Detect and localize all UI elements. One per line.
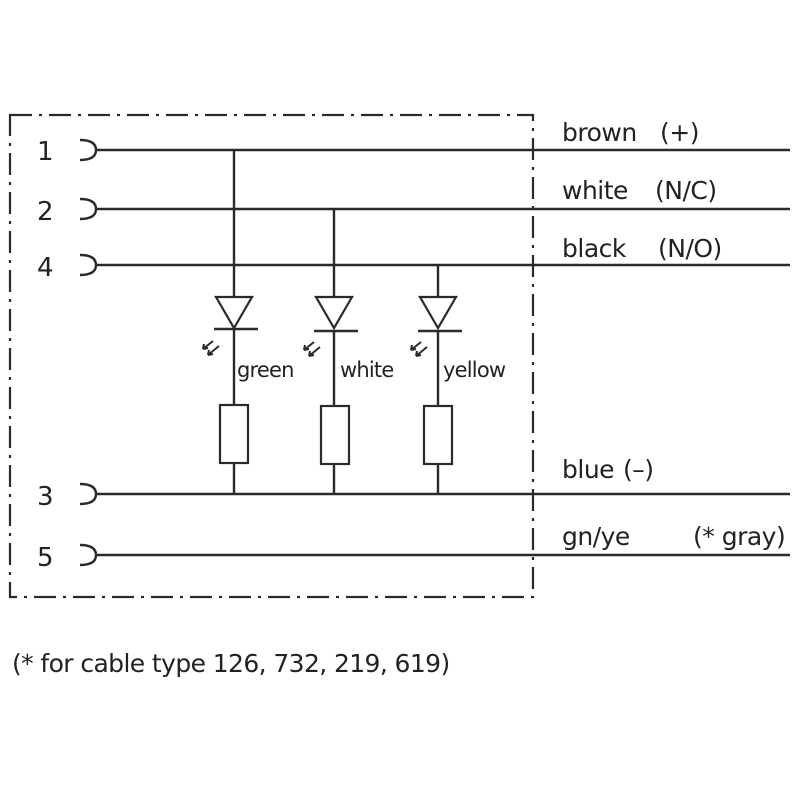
pin-1-row: 1 brown (+) xyxy=(37,118,790,167)
wire-function-label: (+) xyxy=(660,118,699,147)
wire-function-label: (N/C) xyxy=(655,176,717,205)
pin-number: 2 xyxy=(37,197,54,227)
led-branch-white: white xyxy=(303,209,394,494)
socket-contact-icon xyxy=(79,482,98,506)
pin-number: 4 xyxy=(37,253,54,283)
led-color-label: yellow xyxy=(443,358,506,382)
light-emission-arrows-icon xyxy=(303,341,321,357)
wire-color-label: white xyxy=(562,176,628,205)
footnote: (* for cable type 126, 732, 219, 619) xyxy=(12,649,450,678)
light-emission-arrows-icon xyxy=(202,340,220,356)
pin-5-row: 5 gn/ye (* gray) xyxy=(37,522,790,573)
resistor-icon xyxy=(422,404,454,466)
pin-2-row: 2 white (N/C) xyxy=(37,176,790,227)
connector-housing-boundary xyxy=(8,113,535,599)
resistor-icon xyxy=(319,404,351,466)
wire-color-label: blue xyxy=(562,455,614,484)
led-color-label: green xyxy=(237,358,294,382)
wire-function-label: (–) xyxy=(623,455,654,484)
led-branch-green: green xyxy=(202,150,294,494)
pin-number: 1 xyxy=(37,137,54,167)
wire-function-label: (N/O) xyxy=(658,234,722,263)
pin-3-row: 3 blue (–) xyxy=(37,455,790,512)
led-diode-icon xyxy=(418,295,458,331)
light-emission-arrows-icon xyxy=(410,341,428,357)
led-diode-icon xyxy=(314,295,354,331)
wire-color-label: black xyxy=(562,234,627,263)
resistor-icon xyxy=(218,403,250,465)
led-color-label: white xyxy=(340,358,393,382)
led-diode-icon xyxy=(214,295,254,331)
wire-color-label: gn/ye xyxy=(562,522,630,551)
pin-number: 3 xyxy=(37,482,54,512)
wire-function-label: (* gray) xyxy=(693,522,785,551)
socket-contact-icon xyxy=(79,543,98,567)
socket-contact-icon xyxy=(79,138,98,162)
socket-contact-icon xyxy=(79,197,98,221)
pin-4-row: 4 black (N/O) xyxy=(37,234,790,283)
wire-color-label: brown xyxy=(562,118,637,147)
led-branch-yellow: yellow xyxy=(410,265,507,494)
socket-contact-icon xyxy=(79,253,98,277)
pin-number: 5 xyxy=(37,543,54,573)
